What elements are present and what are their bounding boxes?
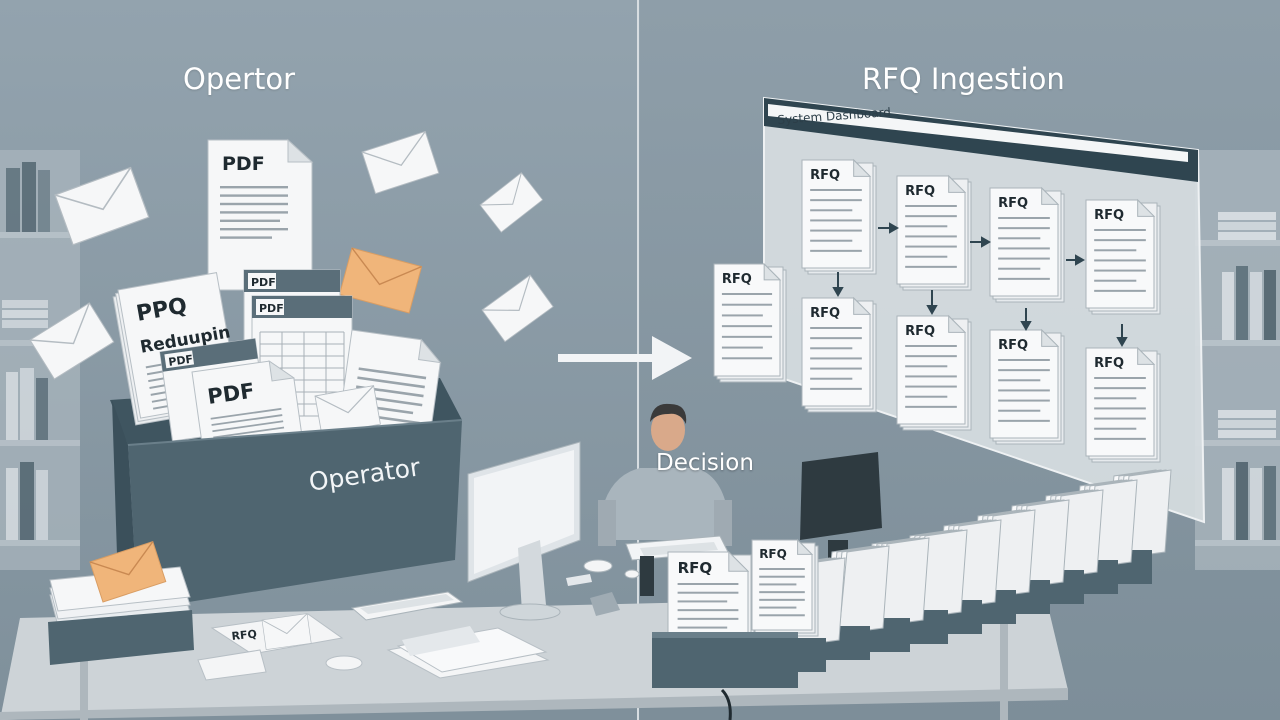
rfq-document-grid-4: RFQ <box>1085 198 1161 315</box>
left-panel-title: Opertor <box>183 62 296 96</box>
rfq-document-grid-3: RFQ <box>989 186 1065 303</box>
pdf-front-small-label: PDF <box>168 353 194 369</box>
rfq-label: RFQ <box>998 338 1028 353</box>
rfq-file-trays: RFQ RFQ <box>652 469 1172 688</box>
pdf-document-top: PDF <box>207 138 314 291</box>
pdf-sheet-1-label: PDF <box>251 276 276 289</box>
dashboard-connectors <box>832 222 1128 348</box>
desk-papers: RFQ <box>197 613 550 681</box>
pdf-top-label: PDF <box>222 153 265 175</box>
rfq-label: RFQ <box>1094 208 1124 223</box>
rfq-document-grid-8: RFQ <box>1085 346 1161 463</box>
rfq-label: RFQ <box>1094 356 1124 371</box>
rfq-label: RFQ <box>759 547 787 561</box>
monitor <box>350 441 640 621</box>
rfq-document-grid-6: RFQ <box>896 314 972 431</box>
rfq-label: RFQ <box>998 196 1028 211</box>
rfq-tray-front: RFQ RFQ <box>652 538 819 688</box>
right-panel-title: RFQ Ingestion <box>862 62 1065 96</box>
flow-arrow <box>558 336 692 380</box>
desk-paper-tray <box>48 540 194 665</box>
cable <box>720 688 732 720</box>
rfq-document-grid-7: RFQ <box>989 328 1065 445</box>
rfq-label: RFQ <box>678 559 713 577</box>
rfq-label: RFQ <box>905 324 935 339</box>
rfq-document-left: RFQ <box>713 262 787 383</box>
rfq-label: RFQ <box>810 168 840 183</box>
dashboard-rfq-documents: RFQ RFQ RFQ RFQ RFQ RFQ RFQ RFQ RFQ <box>713 158 1161 463</box>
desk-rfq-label: RFQ <box>231 627 258 643</box>
flying-envelopes <box>29 130 554 380</box>
rfq-document-grid-2: RFQ <box>896 174 972 291</box>
rfq-document-tray-second: RFQ <box>751 538 819 637</box>
pdf-sheet-2-label: PDF <box>259 302 284 315</box>
rfq-document-grid-1: RFQ <box>801 158 877 275</box>
decision-label: Decision <box>656 450 754 476</box>
rfq-label: RFQ <box>810 306 840 321</box>
rfq-label: RFQ <box>905 184 935 199</box>
operator-person <box>598 403 732 596</box>
rfq-document-grid-5: RFQ <box>801 296 877 413</box>
box-documents: PPQ Reduupin PDF PDF <box>112 269 442 464</box>
right-bookshelf <box>1195 150 1280 570</box>
rfq-label: RFQ <box>722 272 752 287</box>
